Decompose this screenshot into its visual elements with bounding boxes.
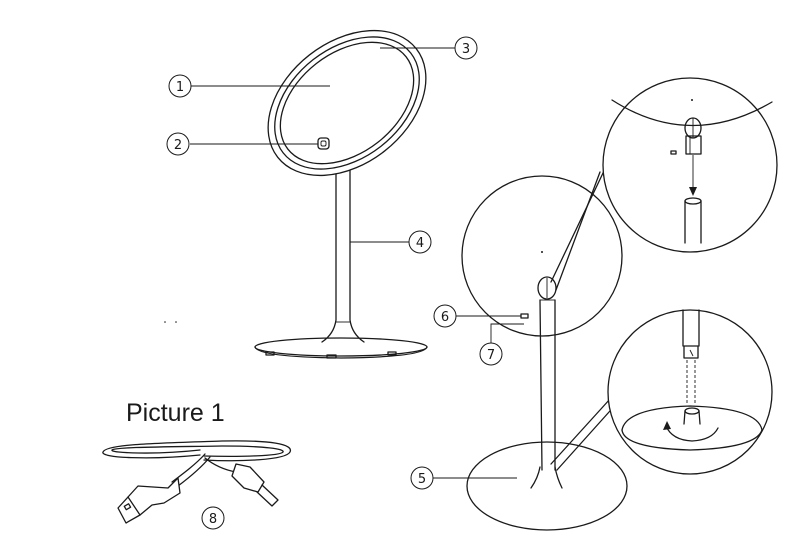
- callout-8: 8: [201, 506, 225, 530]
- callout-8-label: 8: [209, 512, 217, 527]
- usb-a-plug: [117, 477, 181, 524]
- callouts: 1 2 3 4 5 6: [166, 36, 524, 530]
- usb-cable: [102, 440, 292, 524]
- mirror-head: [267, 29, 427, 177]
- picture-caption: Picture 1: [126, 399, 225, 427]
- touch-button: [317, 137, 330, 150]
- mirror-exploded: [461, 77, 778, 531]
- exploded-base: [466, 441, 628, 531]
- callout-7: 7: [479, 323, 524, 366]
- callout-1-label: 1: [176, 80, 184, 95]
- zoom-circle-bottom: [550, 309, 773, 475]
- callout-2-label: 2: [174, 138, 182, 153]
- zoom-circle-top: [550, 77, 778, 291]
- callout-6: 6: [433, 304, 521, 328]
- callout-3: 3: [380, 36, 478, 60]
- side-port: [520, 313, 529, 319]
- callout-5-label: 5: [418, 472, 426, 487]
- callout-3-label: 3: [462, 42, 470, 57]
- mirror-assembled: [254, 29, 428, 359]
- callout-1: 1: [168, 74, 330, 98]
- callout-4-label: 4: [416, 236, 424, 251]
- detail-magnify-circle: [461, 175, 623, 337]
- hinge-knob: [537, 276, 557, 300]
- callout-6-label: 6: [441, 310, 449, 325]
- callout-2: 2: [166, 132, 318, 156]
- mirror-base: [254, 337, 428, 359]
- exploded-rod: [539, 299, 556, 471]
- usb-c-plug: [204, 457, 279, 507]
- callout-7-label: 7: [487, 348, 495, 363]
- mirror-stand: [321, 163, 365, 343]
- callout-5: 5: [410, 466, 517, 490]
- callout-4: 4: [350, 230, 432, 254]
